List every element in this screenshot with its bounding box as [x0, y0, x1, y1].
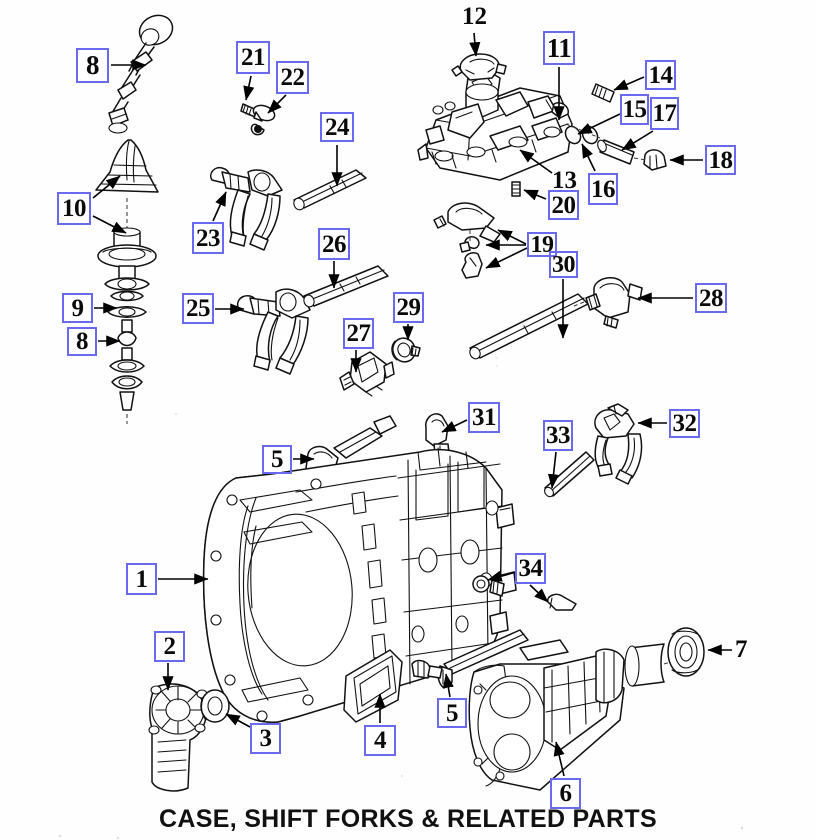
callout-4-cover-plate[interactable]: 4: [364, 725, 396, 756]
part-detent-14-15-17-18: [564, 83, 667, 171]
callout-label: 30: [552, 251, 576, 278]
callout-5-breather-plug-lower[interactable]: 5: [437, 698, 467, 728]
callout-26-shift-fork-shaft-no2[interactable]: 26: [318, 228, 350, 260]
part-shift-fork-32: [594, 403, 643, 485]
callout-label: 15: [622, 96, 648, 123]
callout-17-detent-plunger[interactable]: 17: [650, 97, 679, 130]
callout-label: 33: [546, 422, 571, 449]
callout-34-bolt-and-washer[interactable]: 34: [515, 553, 546, 584]
part-top-cover-11: [417, 69, 573, 181]
callout-33-shift-fork-shaft-reverse[interactable]: 33: [543, 420, 573, 451]
callout-label: 25: [186, 295, 211, 322]
callout-18-plug-bolt[interactable]: 18: [705, 145, 736, 175]
callout-6-extension-housing[interactable]: 6: [550, 778, 581, 809]
callout-19-shift-head-pins[interactable]: 19: [527, 232, 557, 257]
part-fork-shaft-33: [544, 451, 595, 498]
part-bracket-28: [573, 276, 643, 329]
callout-29-bushing[interactable]: 29: [393, 292, 424, 323]
callout-label: 5: [271, 446, 284, 473]
part-bushing-3: [200, 689, 230, 723]
part-extension-housing-6: [468, 639, 625, 791]
part-lever-stack: [97, 198, 157, 424]
callout-20-set-bolt[interactable]: 20: [548, 190, 579, 220]
callout-label: 8: [76, 328, 89, 355]
callout-30-shift-fork-shaft-no3[interactable]: 30: [549, 251, 578, 278]
leader-lines: [92, 32, 732, 777]
callout-label: 8: [86, 50, 100, 80]
callout-label: 31: [472, 404, 497, 431]
part-oil-seal-7: [624, 627, 705, 687]
part-shift-lever: [108, 14, 174, 134]
part-fork-shaft-26: [303, 265, 389, 308]
callout-8-shift-lever-assembly[interactable]: 8: [76, 48, 109, 83]
callout-label: 27: [346, 320, 372, 347]
callout-label: 9: [71, 294, 85, 322]
callout-23-shift-fork-no1[interactable]: 23: [192, 222, 224, 254]
callout-12-shift-lever-boot-cap[interactable]: 12: [462, 3, 487, 30]
callout-22-interlock-pin[interactable]: 22: [276, 61, 309, 94]
callout-10-shift-lever-boot[interactable]: 10: [57, 192, 91, 225]
part-bushing-29: [391, 337, 421, 363]
callout-label: 21: [241, 44, 266, 71]
callout-label: 1: [135, 565, 149, 593]
part-pins-21-22: [240, 103, 276, 136]
callout-label: 5: [446, 699, 459, 727]
callout-label: 22: [280, 64, 306, 91]
part-release-housing-2: [148, 683, 208, 792]
diagram-title: CASE, SHIFT FORKS & RELATED PARTS: [159, 805, 657, 833]
callout-9-seat-washer[interactable]: 9: [62, 293, 93, 323]
part-boot-cap-12: [451, 53, 507, 81]
callout-label: 18: [708, 146, 734, 174]
part-shift-fork-23: [210, 166, 283, 251]
callout-label: 20: [551, 191, 577, 219]
callout-32-shift-fork-no3[interactable]: 32: [669, 409, 700, 438]
callout-label: 34: [518, 555, 544, 582]
callout-24-shift-fork-shaft-upper[interactable]: 24: [320, 112, 354, 142]
callout-25-shift-fork-no2[interactable]: 25: [182, 293, 214, 324]
callout-7-oil-seal[interactable]: 7: [735, 636, 748, 663]
callout-21-spring-pin-upper[interactable]: 21: [236, 41, 270, 74]
callout-label: 14: [648, 61, 674, 89]
part-fork-shaft-24: [293, 169, 367, 211]
callout-label: 6: [559, 780, 573, 807]
part-reverse-shift-head-27: [339, 351, 395, 397]
callout-label: 17: [652, 100, 678, 127]
part-shift-heads-19: [433, 202, 501, 279]
callout-11-transmission-top-cover[interactable]: 11: [543, 31, 575, 65]
callout-1-transmission-case[interactable]: 1: [126, 563, 157, 595]
callout-28-reverse-shift-arm-bracket[interactable]: 28: [695, 283, 727, 313]
callout-15-poppet-ball[interactable]: 15: [620, 94, 649, 125]
scan-noise: [58, 357, 744, 840]
callout-14-spring[interactable]: 14: [645, 60, 676, 90]
callout-label: 2: [163, 633, 177, 660]
callout-5-breather-plug-upper[interactable]: 5: [262, 445, 292, 474]
callout-8-shift-lever-ball[interactable]: 8: [67, 327, 97, 356]
callout-label: 10: [62, 195, 87, 222]
part-set-bolt-20: [511, 181, 521, 197]
part-breather-5-lower: [411, 629, 529, 689]
callout-label: 23: [196, 224, 221, 252]
part-shift-boot: [95, 139, 159, 193]
callout-31-reverse-shift-arm[interactable]: 31: [468, 402, 500, 433]
callout-label: 3: [259, 725, 273, 752]
callout-label: 16: [591, 175, 616, 203]
callout-label: 19: [530, 231, 555, 258]
part-bolt-washer-34: [472, 575, 577, 611]
callout-label: 11: [546, 32, 572, 63]
callout-2-clutch-release-housing[interactable]: 2: [154, 631, 185, 662]
callout-27-reverse-shift-head[interactable]: 27: [343, 318, 374, 349]
callout-label: 24: [325, 113, 350, 141]
part-cover-plate-4: [343, 649, 403, 723]
callout-16-back-up-lamp-switch-ball[interactable]: 16: [588, 173, 618, 205]
callout-label: 29: [396, 294, 422, 321]
callout-label: 28: [699, 284, 724, 312]
callout-13-gasket[interactable]: 13: [552, 167, 577, 194]
callout-label: 4: [374, 727, 387, 754]
part-fork-shaft-30: [469, 293, 589, 360]
callout-label: 32: [672, 410, 698, 437]
callout-label: 26: [322, 230, 347, 258]
part-shift-fork-25: [236, 288, 311, 375]
callout-3-bushing-small[interactable]: 3: [250, 723, 281, 754]
